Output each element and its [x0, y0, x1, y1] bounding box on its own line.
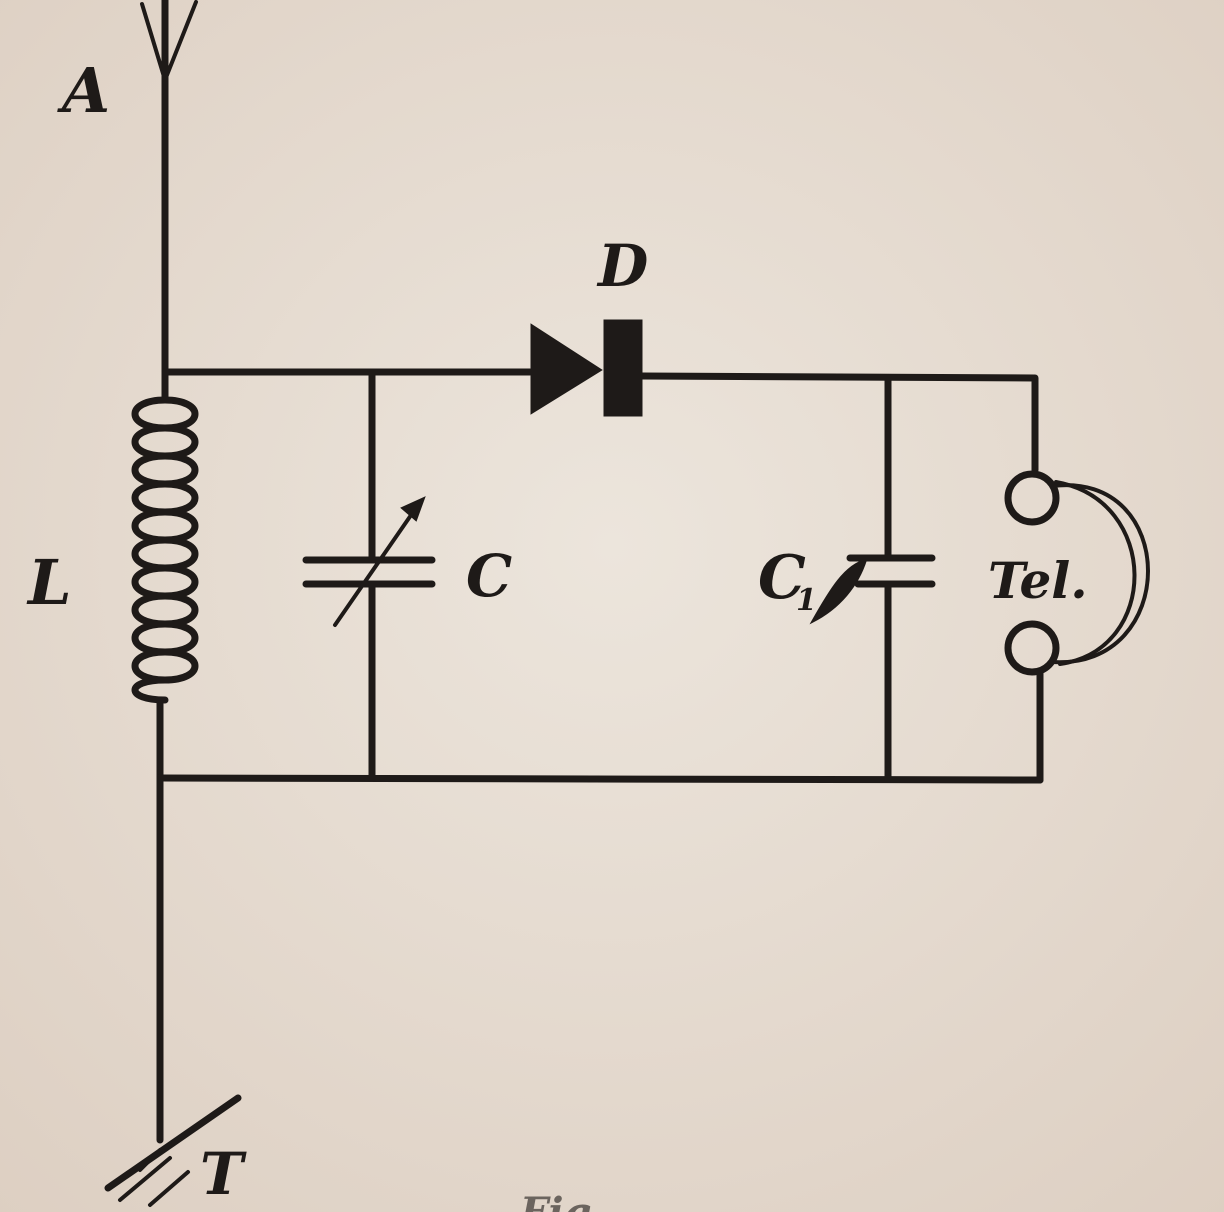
variable-capacitor-label: C: [466, 542, 512, 610]
bottom-bus-wire: [156, 774, 1044, 784]
headphone-icon: [1004, 470, 1150, 784]
coil-icon: [131, 368, 199, 784]
ground-icon: [104, 1094, 242, 1207]
figure-caption: Fig.: [519, 1189, 606, 1212]
antenna-icon: [140, 0, 198, 99]
variable-capacitor-icon: [302, 368, 436, 782]
bypass-capacitor-label: C: [758, 543, 806, 613]
detector-label: D: [596, 232, 648, 300]
antenna-label: A: [57, 54, 110, 127]
inductor-label: L: [26, 546, 72, 619]
telephone-label: Tel.: [988, 551, 1088, 610]
earth-label: T: [200, 1140, 247, 1208]
diode-icon: [530, 319, 643, 417]
bypass-capacitor-subscript: 1: [796, 583, 817, 618]
top-bus-wire-right: [638, 372, 1039, 474]
capacitor-icon: [809, 374, 936, 782]
